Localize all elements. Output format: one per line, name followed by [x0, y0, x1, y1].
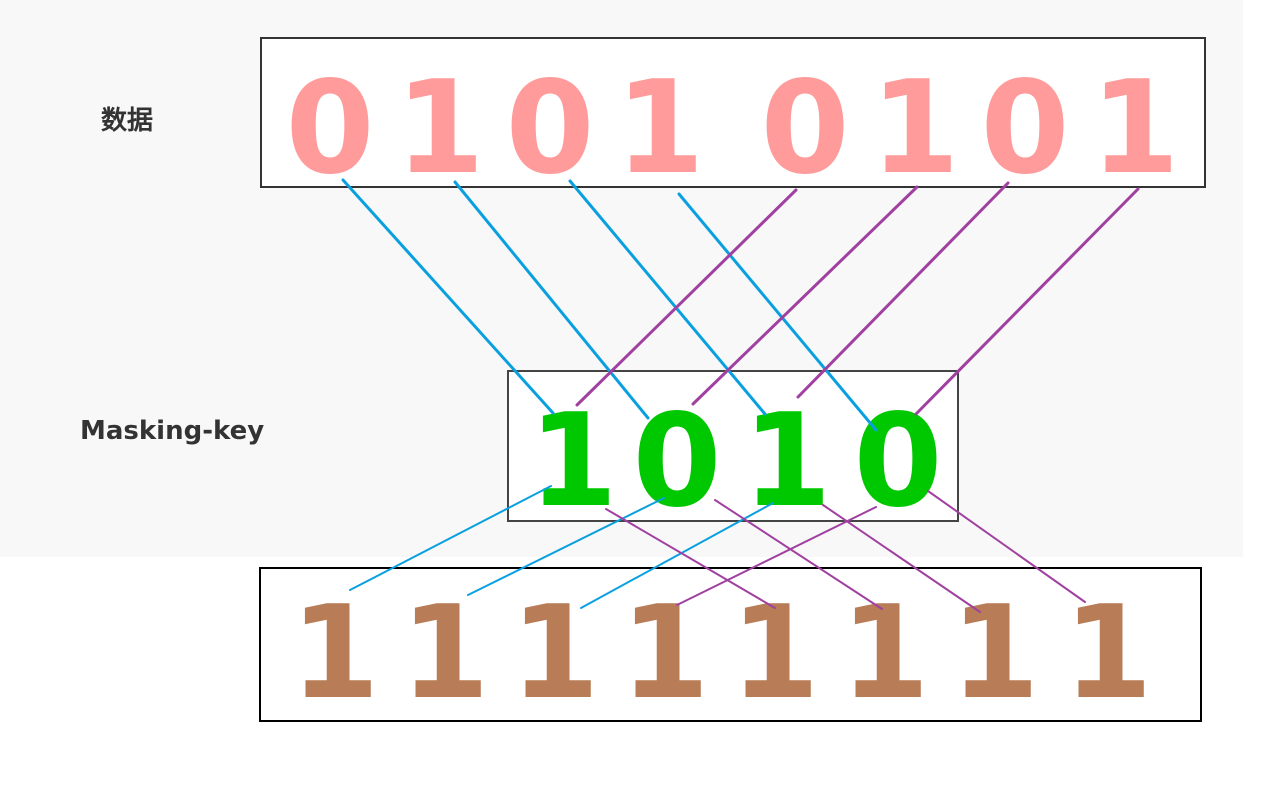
blue-connector-line — [677, 192, 878, 432]
data-bit: 1 — [615, 54, 705, 203]
result-bit: 1 — [290, 579, 380, 728]
result-bit: 1 — [840, 579, 930, 728]
data-bit: 0 — [760, 54, 850, 203]
data-box — [260, 37, 1206, 188]
blue-connector-line — [467, 497, 665, 596]
mask-label: Masking-key — [80, 416, 265, 446]
mask-box — [507, 370, 959, 522]
purple-connector-line — [575, 188, 798, 407]
purple-connector-line — [605, 508, 776, 609]
result-box — [259, 567, 1202, 722]
blue-connector-line — [349, 485, 552, 591]
mask-bit: 1 — [742, 387, 832, 536]
purple-connector-line — [691, 185, 919, 406]
mask-bit: 1 — [528, 387, 618, 536]
data-label: 数据 — [101, 106, 154, 136]
result-bit: 1 — [400, 579, 490, 728]
blue-connector-line — [580, 502, 774, 609]
data-bit: 0 — [980, 54, 1070, 203]
purple-connector-line — [796, 181, 1010, 399]
result-bit: 1 — [620, 579, 710, 728]
result-bit: 1 — [730, 579, 820, 728]
blue-connector-line — [568, 179, 767, 416]
result-bit: 1 — [1063, 579, 1153, 728]
data-bit: 1 — [870, 54, 960, 203]
blue-connector-line — [341, 178, 555, 415]
data-bit: 1 — [395, 54, 485, 203]
purple-connector-line — [927, 490, 1086, 603]
result-bit: 1 — [950, 579, 1040, 728]
data-bit: 1 — [1090, 54, 1180, 203]
purple-connector-line — [914, 187, 1140, 416]
blue-connector-line — [453, 180, 650, 420]
purple-connector-line — [676, 506, 877, 606]
data-bit: 0 — [505, 54, 595, 203]
result-bit: 1 — [510, 579, 600, 728]
purple-connector-line — [714, 499, 883, 610]
data-bit: 0 — [285, 54, 375, 203]
purple-connector-line — [822, 504, 981, 613]
